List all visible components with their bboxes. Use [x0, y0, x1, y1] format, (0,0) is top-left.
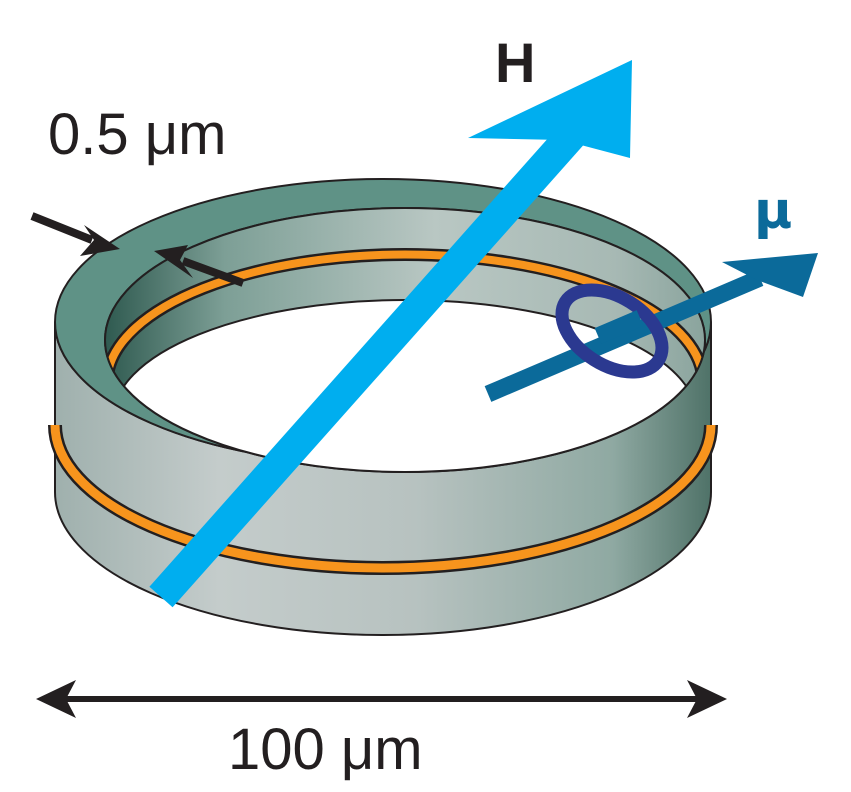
thickness-label: 0.5 μm: [48, 102, 226, 167]
field-label: H: [495, 31, 535, 94]
ring: [48, 178, 718, 636]
double-headed-arrow-icon: [36, 680, 727, 718]
moment-vector-arrow: [484, 253, 818, 402]
moment-label: μ: [754, 181, 792, 241]
ellipse-loop-icon: [555, 283, 669, 379]
width-label: 100 μm: [228, 717, 423, 782]
field-vector-arrow: [149, 60, 632, 608]
inward-pointing-arrows-icon: [30, 212, 245, 287]
